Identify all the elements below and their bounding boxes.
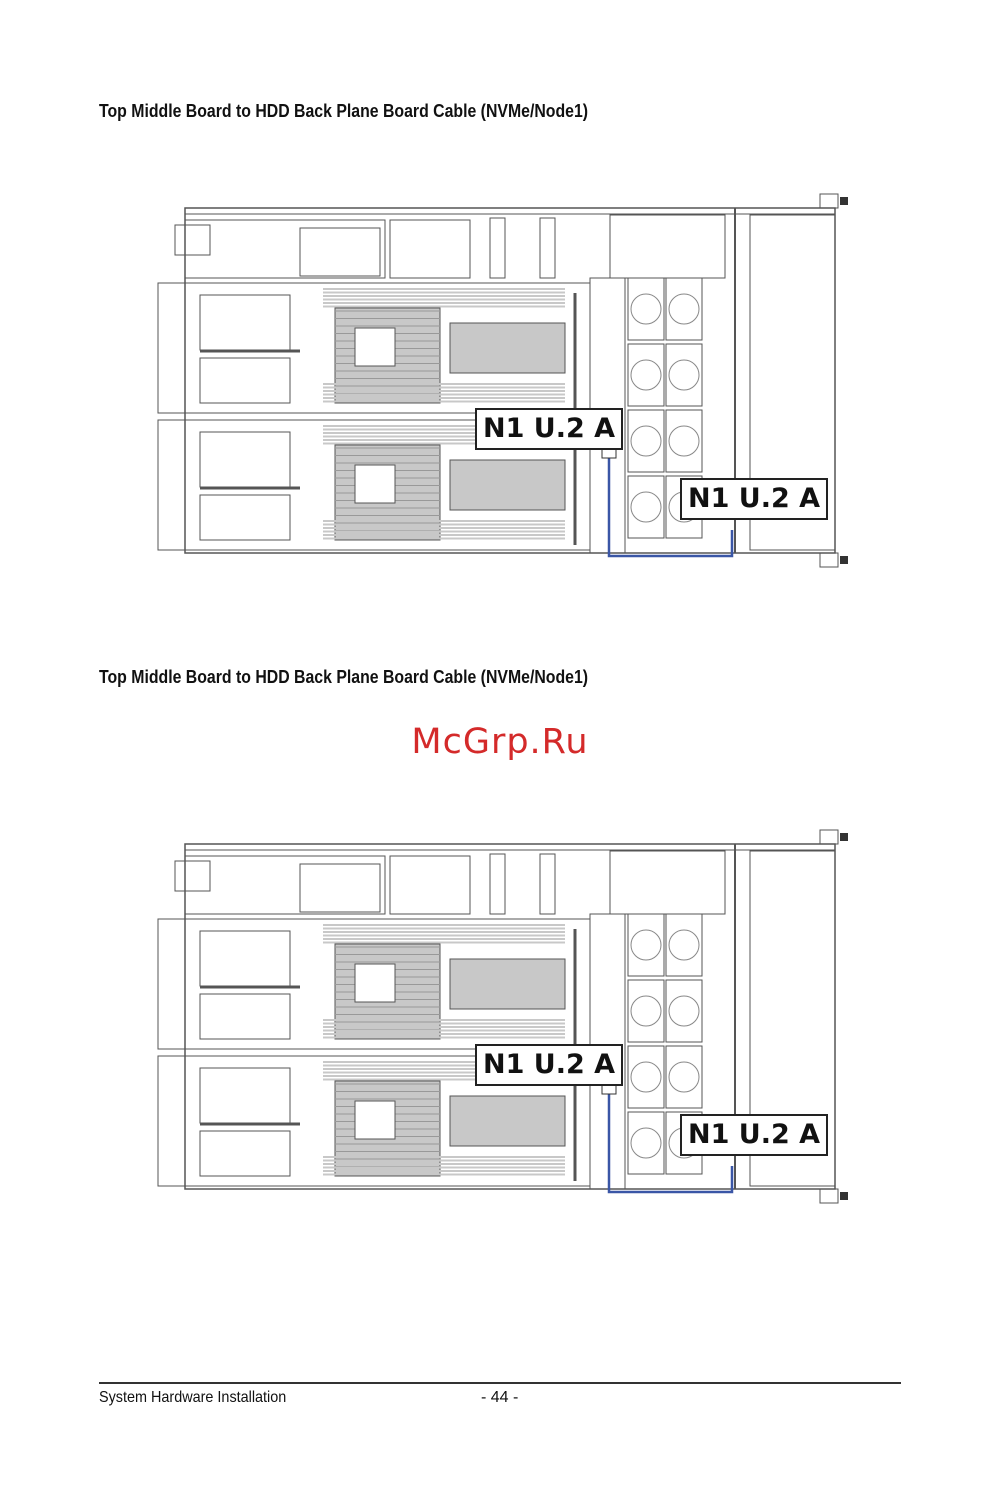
footer-section-title: System Hardware Installation [99, 1389, 287, 1406]
server-diagram-1: N1 U.2 A N1 U.2 A [150, 190, 865, 570]
section-heading-2: Top Middle Board to HDD Back Plane Board… [99, 667, 589, 687]
callout-n1-u2a-lower: N1 U.2 A [680, 478, 829, 520]
page-number: - 44 - [481, 1389, 519, 1406]
callout-n1-u2a-upper: N1 U.2 A [475, 1044, 624, 1086]
chassis-drawing [157, 193, 848, 568]
callout-n1-u2a-lower: N1 U.2 A [680, 1114, 829, 1156]
watermark: McGrp.Ru [411, 722, 589, 762]
footer-divider [99, 1382, 901, 1384]
server-diagram-2: N1 U.2 A N1 U.2 A [150, 826, 865, 1206]
section-heading-1: Top Middle Board to HDD Back Plane Board… [99, 101, 589, 121]
chassis-drawing [157, 829, 848, 1204]
callout-n1-u2a-upper: N1 U.2 A [475, 408, 624, 450]
